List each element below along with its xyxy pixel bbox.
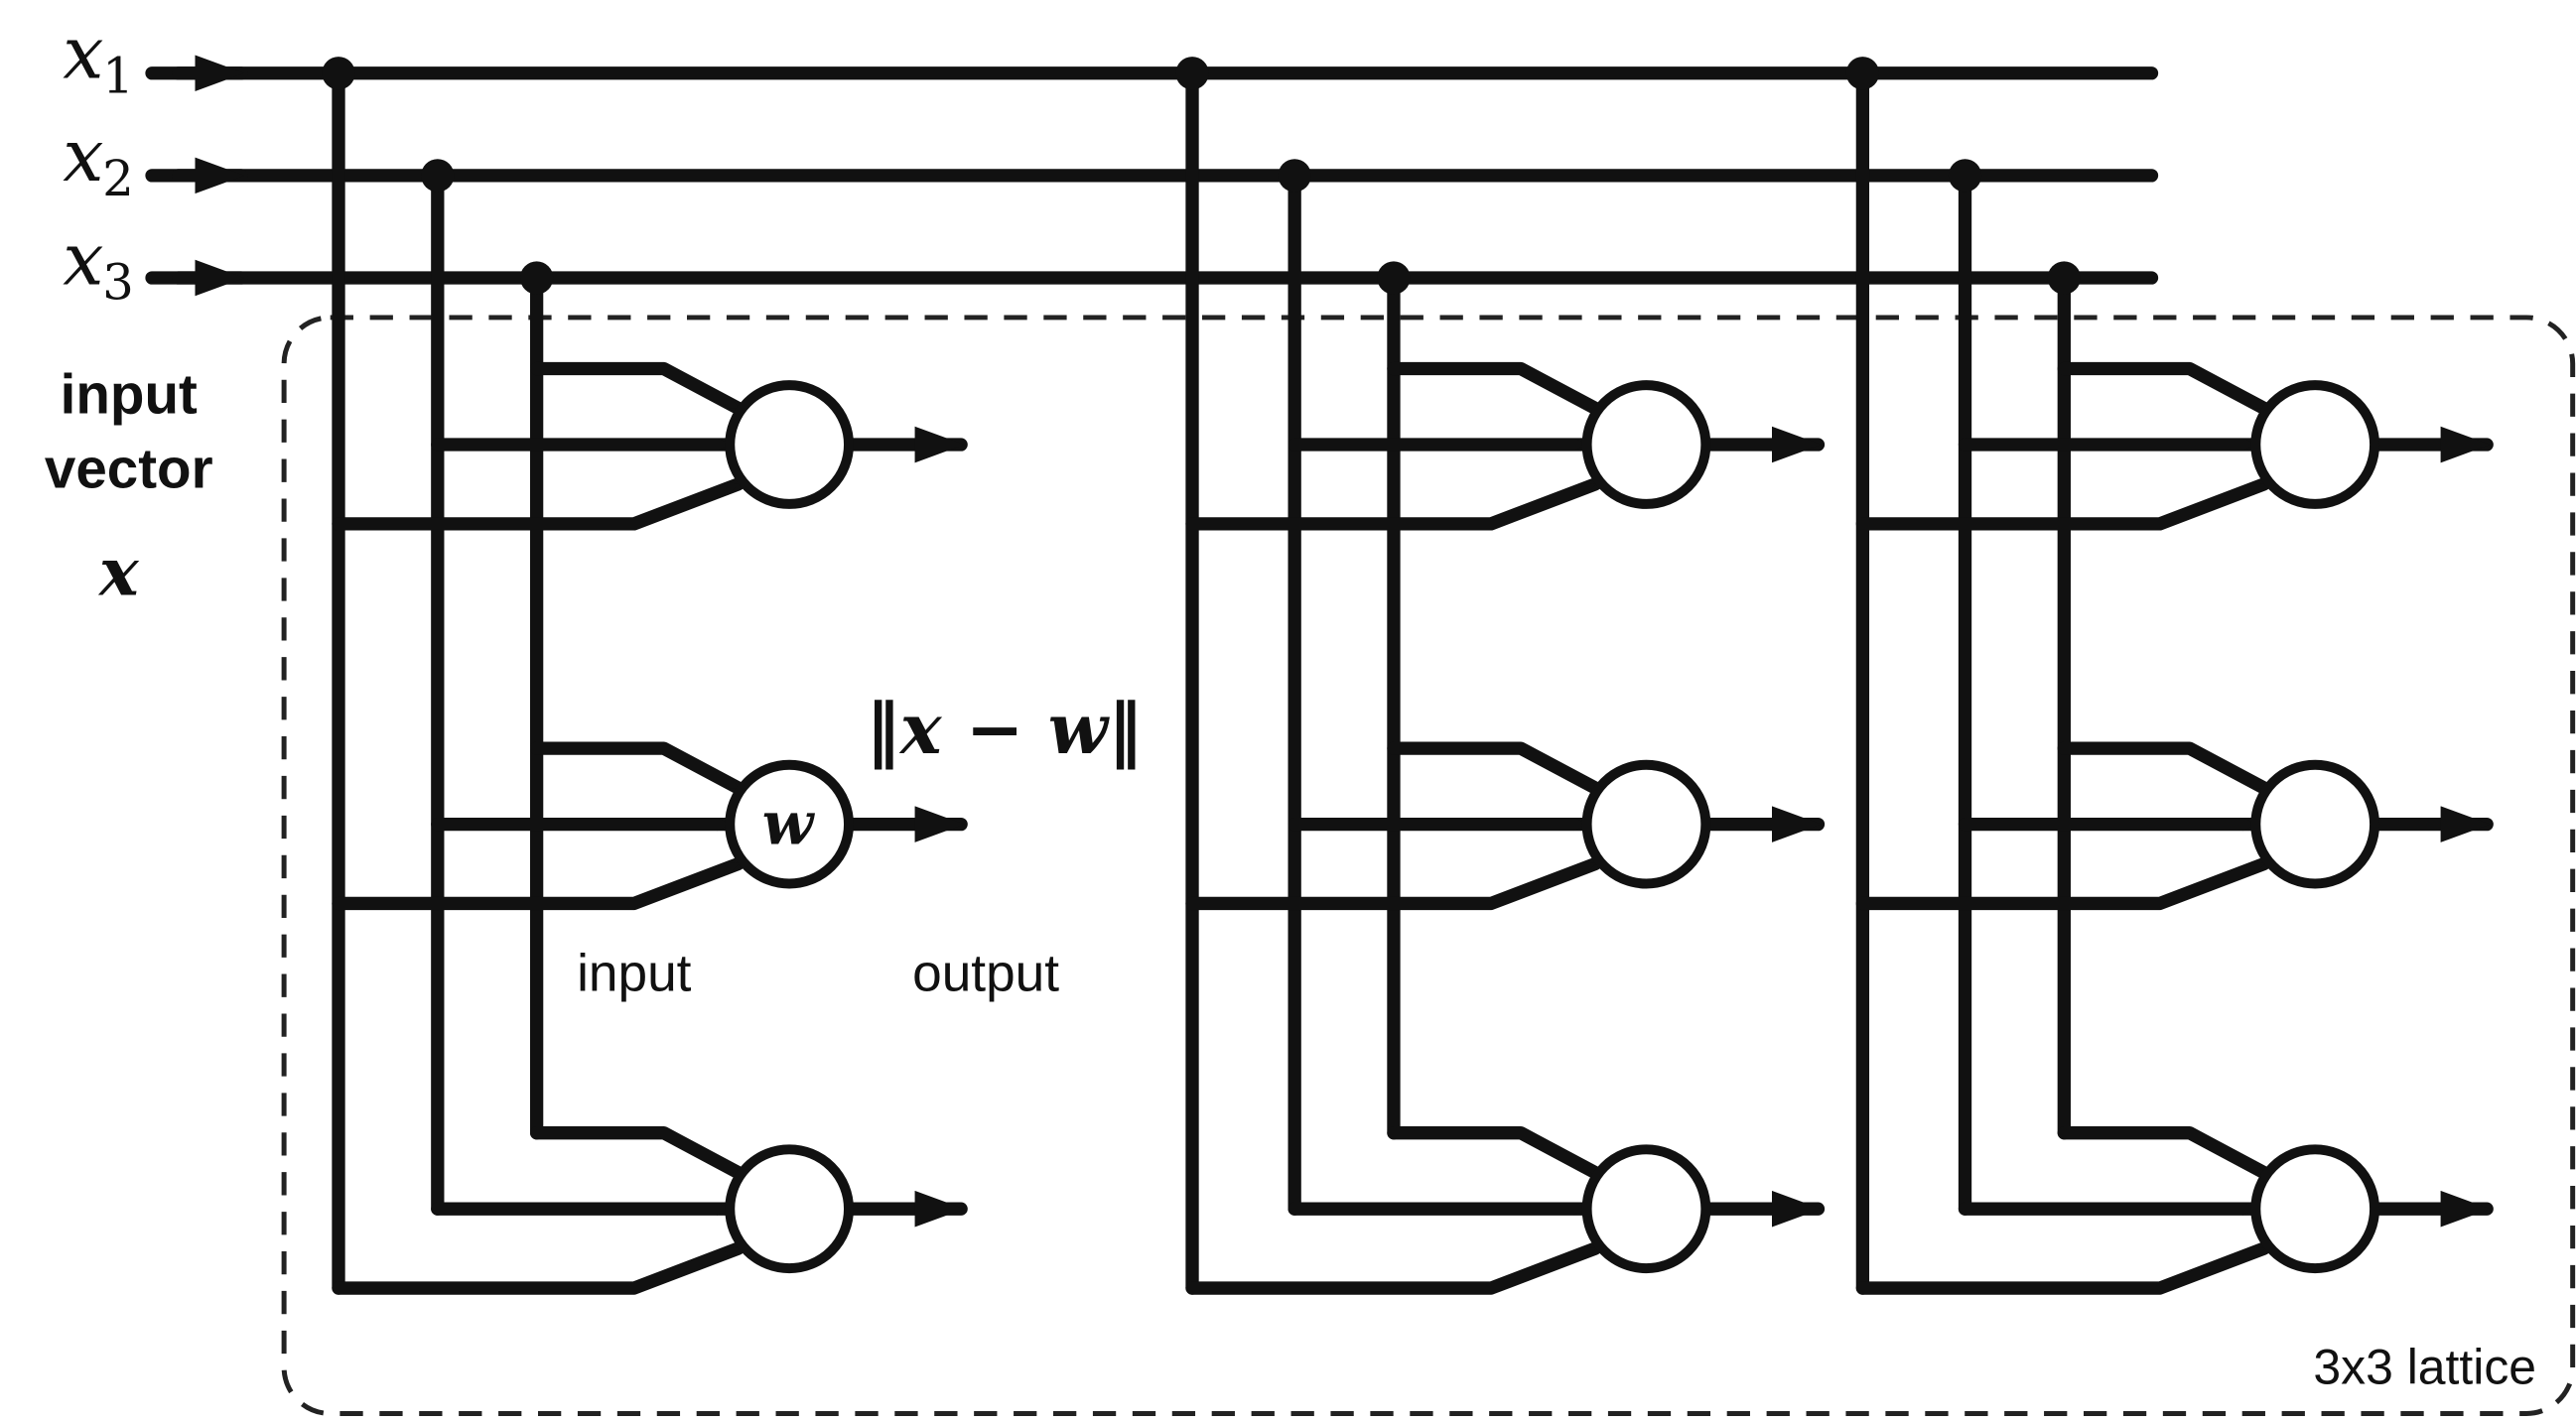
feed-x1-r2c1: [332, 856, 746, 911]
lattice-label: 3x3 lattice: [2313, 1340, 2536, 1395]
neuron-r1c2: [1581, 380, 1711, 509]
svg-text:3: 3: [102, 254, 134, 312]
svg-text:2: 2: [102, 150, 134, 207]
neuron-r2c2: [1581, 759, 1711, 889]
junction-col2-x1: [1175, 57, 1209, 90]
input-x2-label: x 2: [63, 114, 134, 207]
neuron-r3c3: [2250, 1144, 2380, 1274]
input-x1-label: x 1: [63, 12, 134, 105]
feed-x3-r2c3: [2057, 741, 2271, 795]
svg-text:x: x: [63, 12, 103, 96]
input-vector-symbol: x: [97, 533, 140, 610]
input-vector-label-line1: input: [61, 362, 198, 425]
svg-text:1: 1: [102, 48, 134, 105]
neuron-input-label: input: [577, 945, 692, 1003]
junction-col1-x1: [322, 57, 355, 90]
feed-x3-r3c1: [529, 1126, 746, 1180]
neuron-grid: [725, 380, 2380, 1274]
neuron-r1c1: [725, 380, 855, 509]
feed-x1-r1c3: [1855, 477, 2271, 531]
wiring: [145, 55, 2494, 1295]
feed-x3-r1c1: [529, 361, 746, 416]
feed-x1-r3c3: [1855, 1241, 2271, 1295]
junction-col3-x1: [1845, 57, 1880, 90]
svg-text:x: x: [63, 114, 103, 198]
distance-formula: ‖x − w‖: [866, 689, 1143, 770]
feed-x3-r3c2: [1387, 1126, 1602, 1180]
svg-text:x: x: [63, 218, 103, 303]
input-x3-label: x 3: [63, 218, 134, 312]
feed-x1-r2c3: [1855, 856, 2271, 911]
neuron-r3c2: [1581, 1144, 1711, 1274]
junction-col1-x3: [519, 261, 554, 295]
feed-x3-r3c3: [2057, 1126, 2271, 1180]
neuron-r2c1: [725, 759, 855, 889]
neuron-r1c3: [2250, 380, 2380, 509]
neuron-r2c3: [2250, 759, 2380, 889]
junction-col2-x3: [1377, 261, 1411, 295]
junction-col3-x3: [2047, 261, 2081, 295]
neuron-r3c1: [725, 1144, 855, 1274]
feed-x1-r1c1: [332, 477, 746, 531]
feed-x3-r1c3: [2057, 361, 2271, 416]
feed-x3-r2c1: [529, 741, 746, 795]
neuron-weight-label: w: [762, 790, 816, 859]
input-vector-label-line2: vector: [45, 437, 213, 499]
feed-x1-r3c1: [332, 1241, 746, 1295]
junction-col3-x2: [1948, 159, 1982, 193]
feed-x1-r1c2: [1185, 477, 1602, 531]
feed-x1-r2c2: [1185, 856, 1602, 911]
feed-x3-r1c2: [1387, 361, 1602, 416]
feed-x1-r3c2: [1185, 1241, 1602, 1295]
neuron-output-label: output: [912, 945, 1059, 1003]
junction-col1-x2: [421, 159, 455, 193]
lattice-boundary: [281, 315, 2576, 1416]
junction-col2-x2: [1278, 159, 1311, 193]
feed-x3-r2c2: [1387, 741, 1602, 795]
